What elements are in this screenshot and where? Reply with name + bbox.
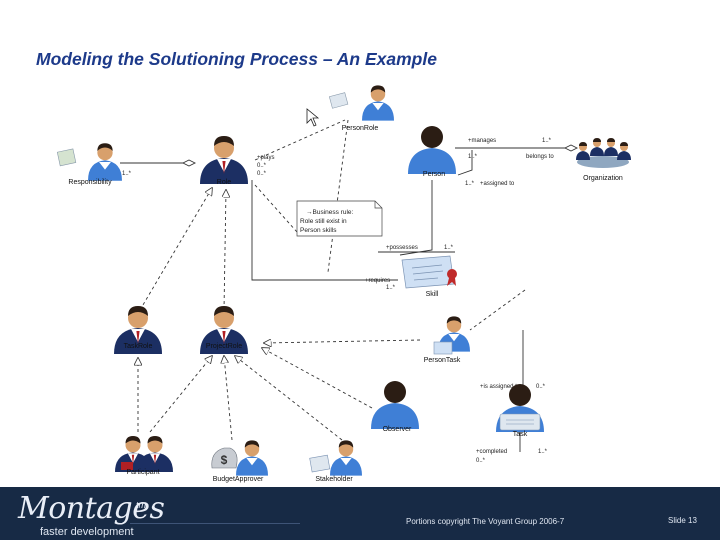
label-completed-mult-b: 0..* (476, 458, 486, 464)
label-possesses-mult: 1..* (444, 245, 454, 251)
gen-persontask-projectrole (264, 340, 421, 343)
label-responsibility: Responsibility (68, 179, 112, 186)
edge-role-note (254, 184, 298, 233)
label-requires-mult: 1..* (386, 285, 396, 291)
gen-budget-projectrole (224, 356, 233, 441)
node-responsibility (56, 143, 122, 181)
label-manages-mult: 1..* (542, 138, 552, 144)
label-person: Person (423, 171, 445, 178)
node-observer (371, 381, 419, 429)
label-completed: +completed (476, 449, 507, 455)
label-role-mult-a: 0..* (257, 163, 267, 169)
edge-personrole-note (327, 119, 349, 273)
label-projectrole: ProjectRole (206, 343, 242, 350)
label-person-mult: 1..* (468, 154, 478, 160)
node-participant (115, 436, 173, 472)
logo-divider (130, 523, 300, 524)
label-organization: Organization (583, 175, 623, 182)
gen-taskrole-role (139, 188, 212, 311)
slide-title: Modeling the Solutioning Process – An Ex… (36, 49, 437, 69)
label-budgetapprover: BudgetApprover (213, 476, 264, 483)
gen-observer-projectrole (262, 348, 373, 409)
label-role-plays: +plays (257, 155, 275, 161)
label-responsibility-mult: 1..* (122, 171, 132, 177)
label-is-assigned-to: +is assigned to (480, 384, 521, 390)
label-manages: +manages (468, 138, 496, 144)
edge-person-skill (399, 180, 433, 256)
node-role (200, 136, 248, 184)
note-line-2: Role still exist in (300, 218, 347, 225)
copyright-text: Portions copyright The Voyant Group 2006… (406, 517, 565, 526)
gen-projectrole-role (224, 190, 226, 311)
slide-number: Slide 13 (668, 516, 697, 525)
gen-participant-projectrole (149, 356, 212, 433)
edge-person-self (457, 150, 473, 176)
node-task (496, 384, 544, 432)
label-personrole: PersonRole (342, 125, 379, 132)
node-personrole (328, 85, 394, 121)
label-observer: Observer (383, 426, 412, 433)
note-line-1: →Business rule: (306, 209, 354, 216)
mouse-cursor-icon (306, 108, 320, 127)
node-stakeholder (309, 440, 362, 476)
montages-logo: Montages (18, 491, 165, 526)
logo-tagline: faster development (40, 526, 134, 538)
edges (120, 119, 579, 452)
footer-bar (0, 487, 720, 540)
node-budgetapprover: $ (211, 440, 268, 476)
node-organization (576, 138, 631, 168)
business-rule-note: →Business rule: Role still exist in Pers… (296, 200, 383, 237)
label-possesses: +possesses (386, 245, 418, 251)
node-skill (401, 255, 457, 289)
label-role: Role (217, 179, 232, 186)
edge-org-task (469, 289, 526, 331)
label-stakeholder: Stakeholder (315, 476, 353, 483)
label-role-mult-b: 0..* (257, 171, 267, 177)
edge-role-personrole (254, 119, 346, 161)
label-assigned-mult: 1..* (465, 181, 475, 187)
aggregation-diamond-role (181, 159, 197, 167)
node-person (408, 126, 456, 174)
label-taskrole: TaskRole (124, 343, 153, 350)
label-participant: Participant (126, 469, 159, 476)
note-line-3: Person skills (300, 227, 337, 234)
label-is-assigned-mult: 0..* (536, 384, 546, 390)
label-skill: Skill (426, 291, 439, 298)
label-task: Task (513, 431, 528, 438)
label-assigned-to: +assigned to (480, 181, 515, 187)
edge-role-skill (251, 180, 398, 281)
node-persontask (433, 316, 470, 355)
svg-text:$: $ (221, 453, 228, 467)
label-completed-mult: 1..* (538, 449, 548, 455)
label-belongs-to: belongs to (526, 154, 554, 160)
gen-stakeholder-projectrole (235, 356, 343, 441)
aggregation-diamond-organization (563, 144, 579, 152)
uml-diagram: PersonRole Responsibility 1..* Role +pla… (56, 85, 631, 483)
trademark-mark: tm (136, 500, 146, 510)
label-persontask: PersonTask (424, 357, 461, 364)
label-requires: +requires (365, 278, 390, 284)
